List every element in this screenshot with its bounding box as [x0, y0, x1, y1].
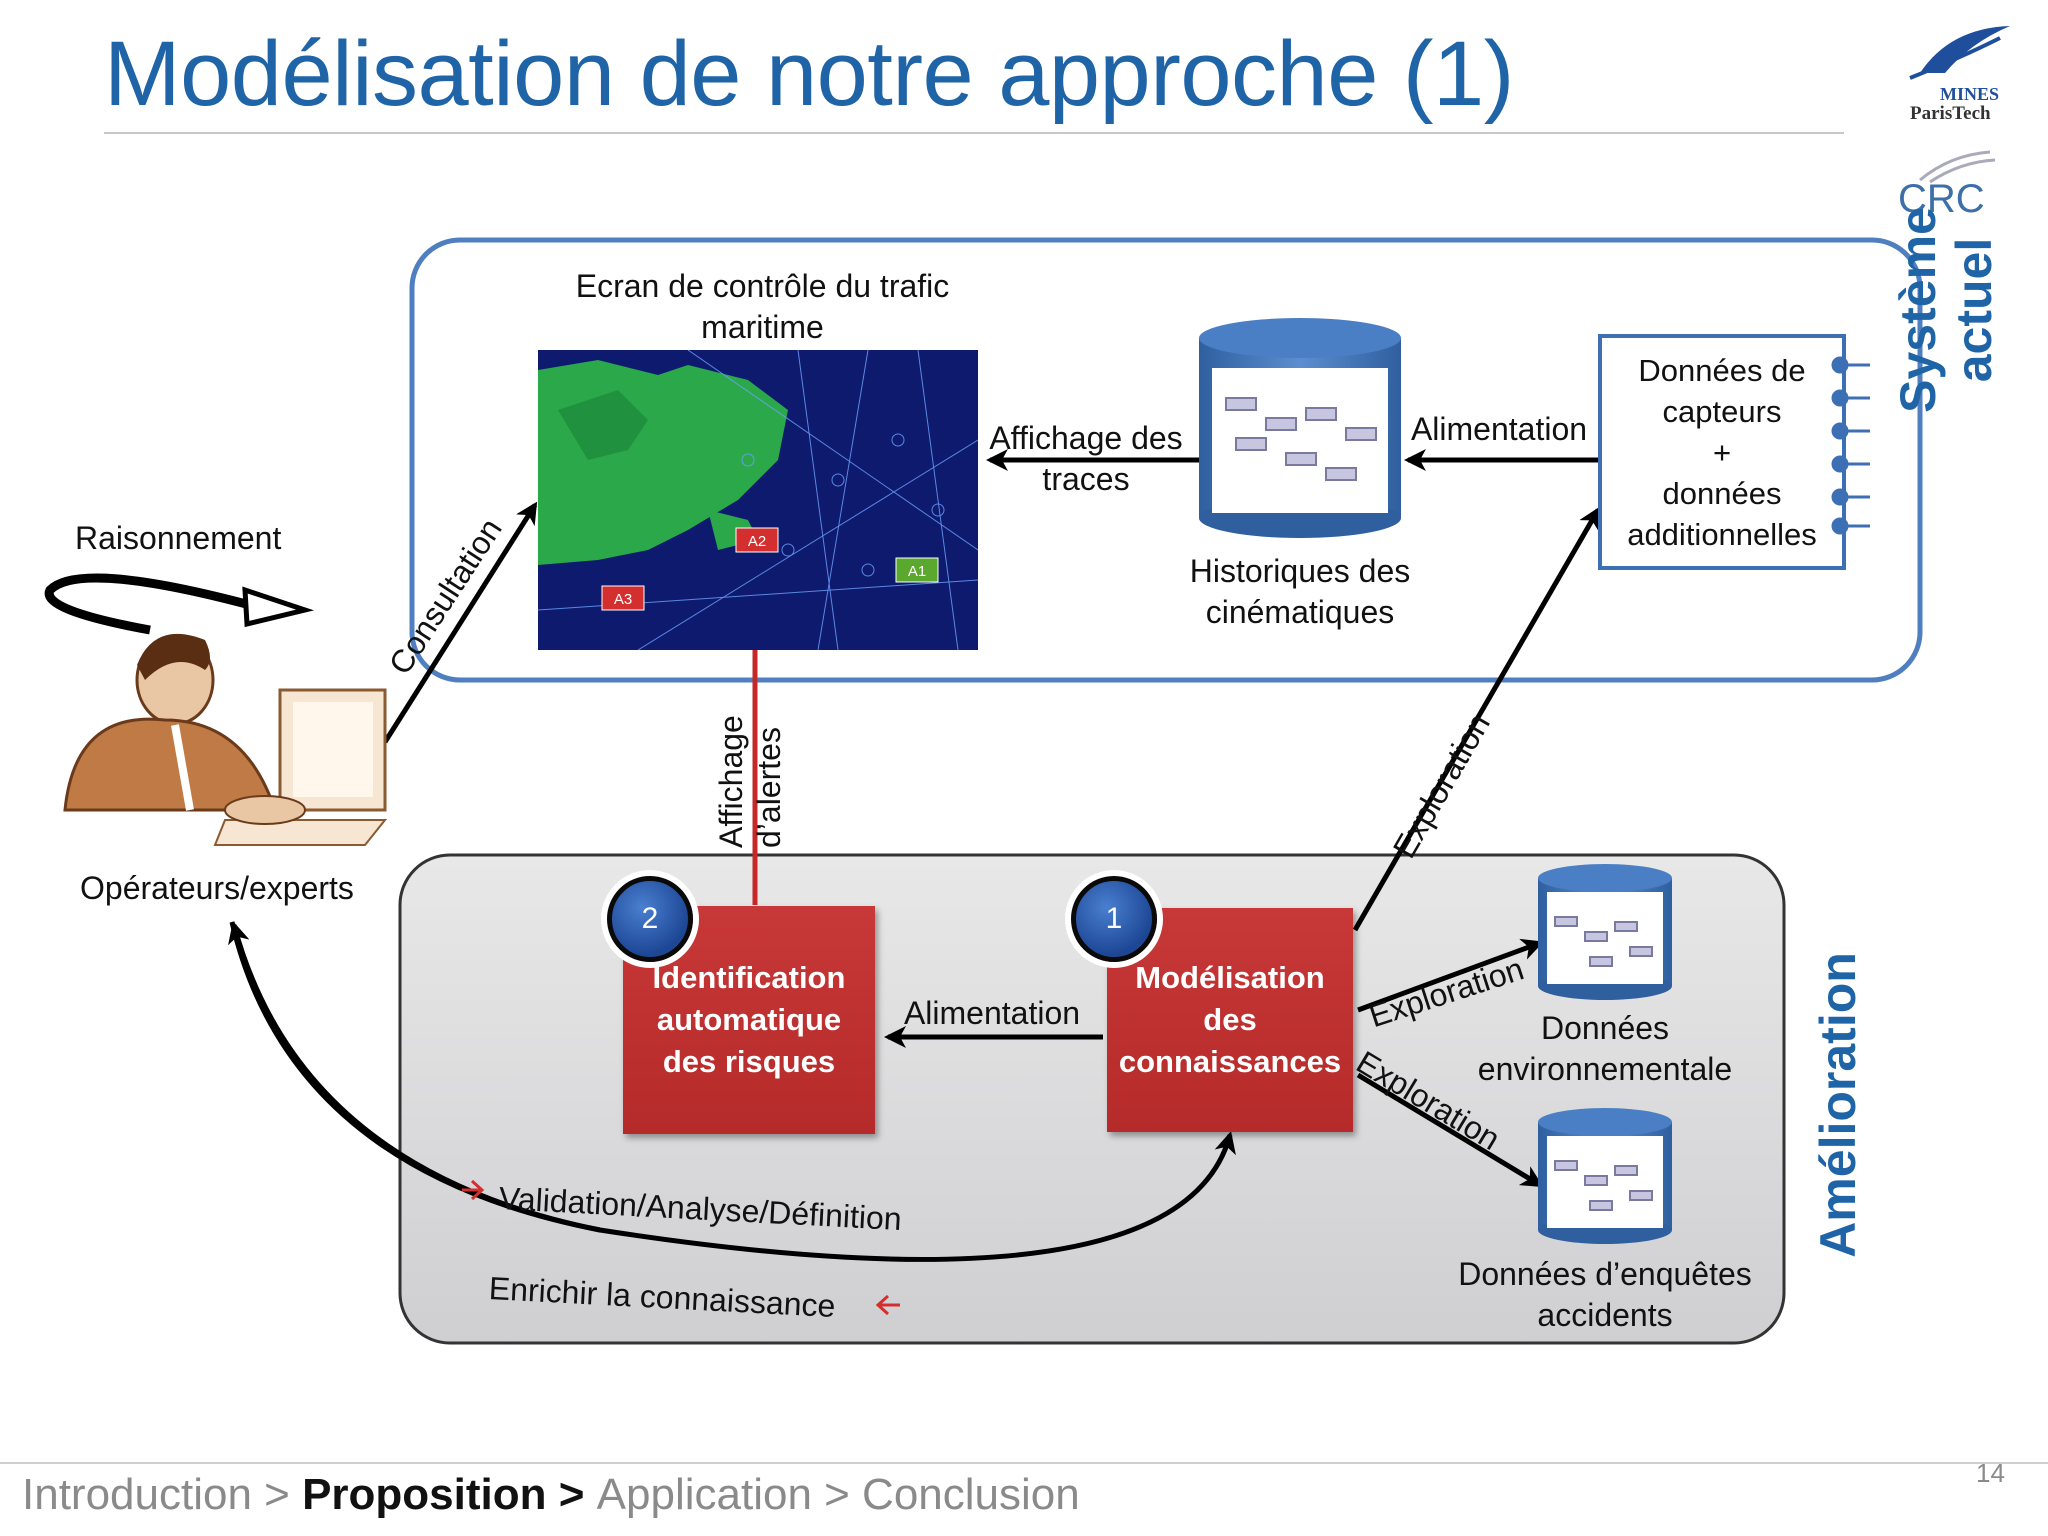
consultation-arrow	[382, 501, 538, 744]
logo-swoosh-icon	[1920, 26, 2010, 73]
raisonnement-label: Raisonnement	[75, 520, 282, 556]
traffic-control-screen: A2 A1 A3	[538, 350, 978, 650]
modelisation-connaissances-box: Modélisation des connaissances	[1107, 908, 1353, 1132]
red-arrow-left-icon	[875, 1294, 900, 1316]
breadcrumb-rest[interactable]: Application > Conclusion	[596, 1470, 1080, 1519]
step-badge-2: 2	[607, 876, 693, 962]
affichage-traces-label: Affichage des traces	[989, 420, 1183, 497]
historiques-database-icon	[1199, 318, 1401, 538]
page-number: 14	[1976, 1458, 2005, 1488]
validation-curve-arrow	[229, 921, 1236, 1262]
operator-at-computer-icon	[63, 633, 388, 846]
exploration-accidents-arrow	[1356, 1072, 1544, 1188]
breadcrumb: Introduction > Proposition > Application…	[22, 1470, 1080, 1520]
amelioration-label: Amélioration	[1810, 952, 1866, 1258]
breadcrumb-proposition[interactable]: Proposition >	[302, 1470, 597, 1519]
screen-title: Ecran de contrôle du trafic maritime	[575, 268, 950, 345]
step-badge-1: 1	[1071, 876, 1157, 962]
exploration-arrow-top	[1352, 506, 1601, 932]
env-database-icon	[1538, 864, 1672, 1000]
paristech-text: ParisTech	[1910, 103, 1991, 124]
mines-paristech-logo: MINES ParisTech	[1909, 26, 2010, 124]
donnees-env-label: Données environnementale	[1477, 1010, 1733, 1087]
historiques-label: Historiques des cinématiques	[1189, 553, 1411, 630]
sensors-data-box: Données de capteurs + données additionne…	[1598, 334, 1846, 570]
title-divider	[104, 132, 1844, 134]
raisonnement-loop	[44, 573, 252, 635]
red-arrow-right-icon	[462, 1179, 485, 1201]
sensor-connectors-icon	[1831, 356, 1870, 535]
alimentation-bottom-label: Alimentation	[903, 995, 1081, 1031]
crc-text: CRC	[1898, 177, 1985, 220]
exploration-env-arrow	[1357, 938, 1544, 1013]
breadcrumb-introduction[interactable]: Introduction >	[22, 1470, 303, 1519]
page-title: Modélisation de notre approche (1)	[104, 23, 1514, 125]
identification-risques-box: Identification automatique des risques	[623, 906, 875, 1134]
raisonnement-arrowhead-icon	[242, 586, 315, 628]
accidents-database-icon	[1538, 1108, 1672, 1244]
donnees-accidents-label: Données d’enquêtes accidents	[1458, 1256, 1752, 1333]
systeme-actuel-label: Système actuel	[1890, 207, 2002, 413]
affichage-alertes-label: Affichage d’alertes	[713, 715, 787, 848]
operateurs-experts-label: Opérateurs/experts	[80, 870, 354, 906]
footer-divider	[0, 1462, 2048, 1464]
alimentation-top-label: Alimentation	[1410, 411, 1588, 447]
mines-text: MINES	[1940, 84, 1999, 104]
alert-a1: A1	[908, 563, 926, 580]
enrichir-curve-arrow	[228, 921, 601, 1233]
alert-a2: A2	[748, 533, 766, 550]
crc-logo: CRC	[1898, 150, 1996, 220]
alert-a3: A3	[614, 591, 632, 608]
